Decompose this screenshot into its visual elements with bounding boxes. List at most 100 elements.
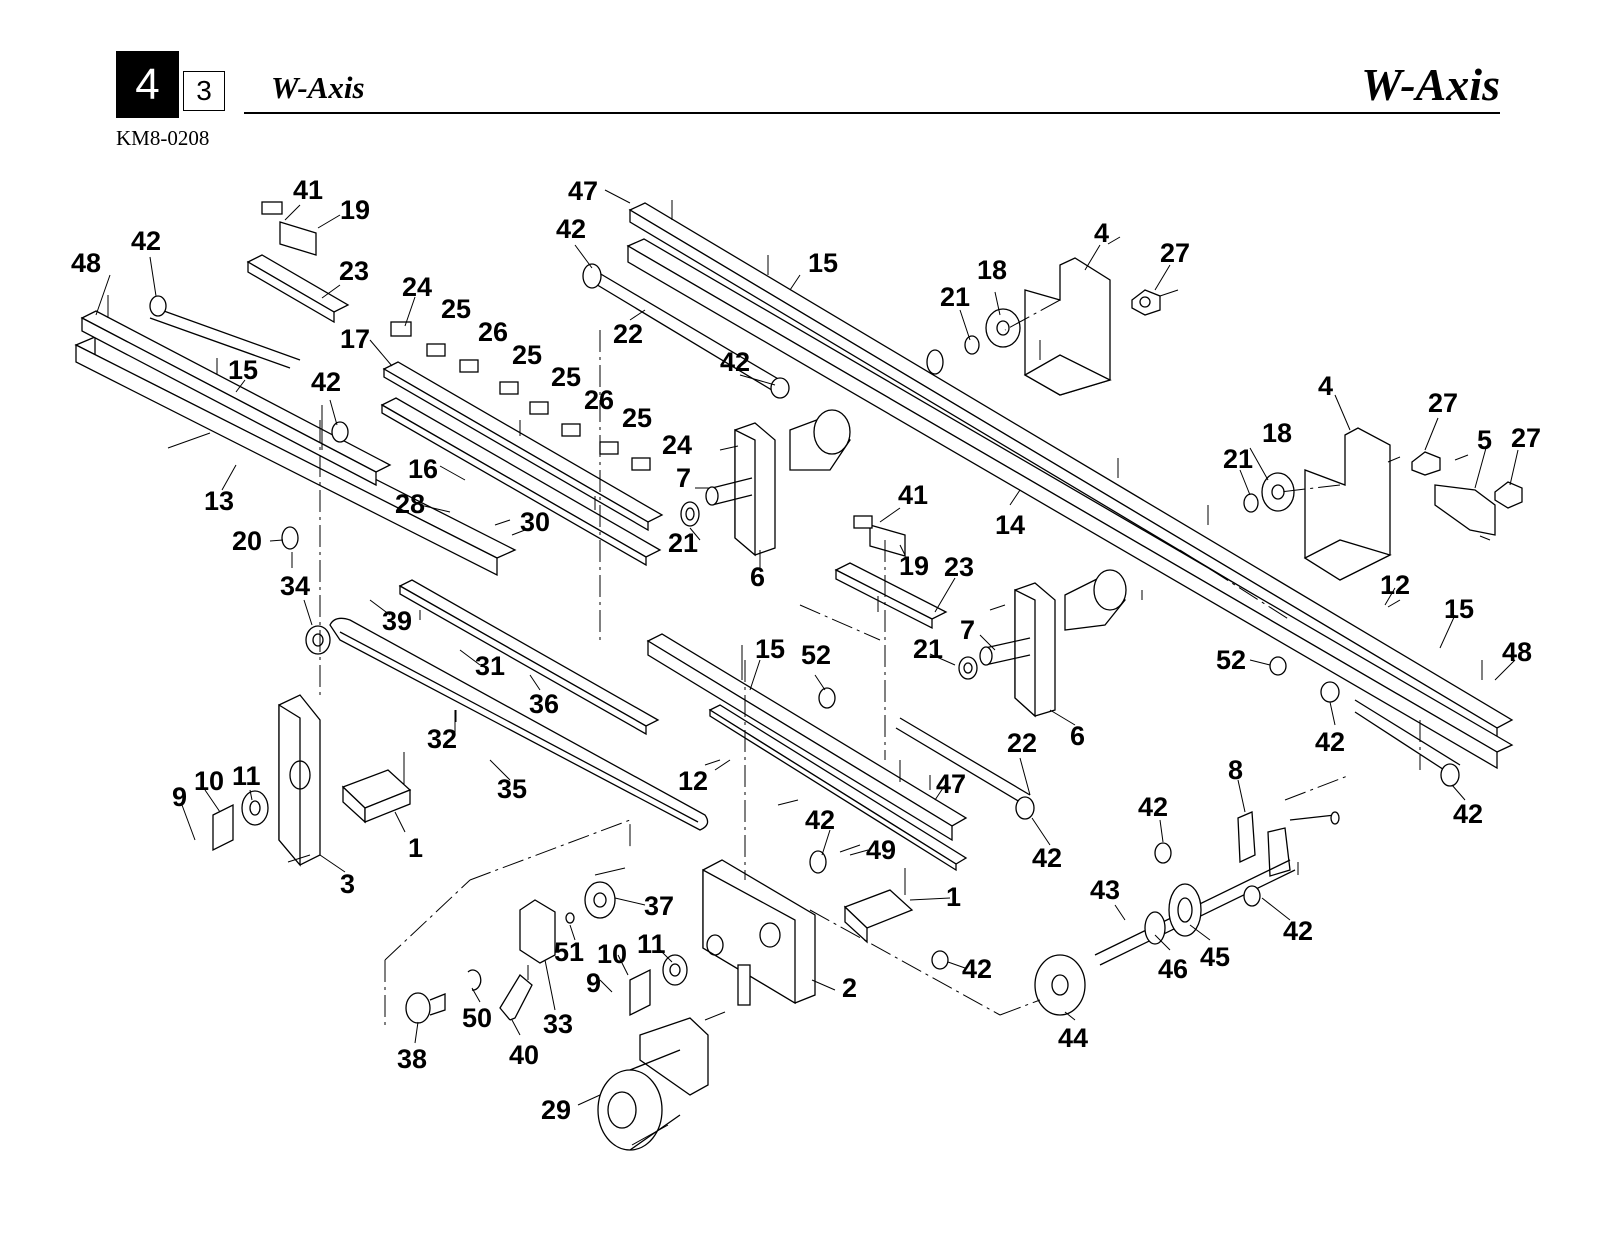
part-number-label: 25 — [512, 340, 542, 370]
part-number-label: 22 — [1007, 728, 1037, 758]
part-number-label: 6 — [750, 562, 765, 592]
part-number-label: 36 — [529, 689, 559, 719]
part-number-label: 25 — [622, 403, 652, 433]
part-number-label: 45 — [1200, 942, 1230, 972]
left-sensor-bracket — [246, 201, 350, 324]
part-number-label: 47 — [568, 176, 598, 206]
chapter-number: 4 — [116, 51, 179, 118]
middle-rail — [646, 633, 1035, 872]
part-number-label: 21 — [1223, 444, 1253, 474]
part-number-label: 51 — [554, 937, 584, 967]
rack-and-belt — [305, 579, 709, 831]
part-number-label: 8 — [1228, 755, 1243, 785]
part-number-label: 22 — [613, 319, 643, 349]
center-rails-16-17 — [380, 321, 664, 567]
part-number-label: 42 — [311, 367, 341, 397]
part-number-label: 48 — [1502, 637, 1532, 667]
part-number-label: 3 — [340, 869, 355, 899]
part-number-label: 41 — [293, 175, 323, 205]
part-number-label: 27 — [1428, 388, 1458, 418]
page-title: W-Axis — [1361, 59, 1500, 110]
part-number-label: 52 — [1216, 645, 1246, 675]
part-number-label: 19 — [340, 195, 370, 225]
part-number-label: 5 — [1477, 425, 1492, 455]
part-number-label: 40 — [509, 1040, 539, 1070]
drawing-code: KM8-0208 — [116, 126, 210, 150]
part-number-label: 42 — [720, 347, 750, 377]
part-number-label: 9 — [586, 968, 601, 998]
part-number-label: 42 — [805, 805, 835, 835]
section-title: W-Axis — [271, 70, 365, 105]
part-number-label: 25 — [441, 294, 471, 324]
right-belt — [1269, 656, 1461, 787]
motor — [597, 1017, 709, 1151]
part-number-label: 11 — [232, 761, 261, 791]
part-number-label: 23 — [944, 552, 974, 582]
part-number-label: 47 — [936, 769, 966, 799]
screws — [107, 200, 1491, 1146]
upper-shaft-bracket — [680, 409, 851, 557]
middle-sensor-bracket — [834, 515, 948, 630]
part-number-label: 32 — [427, 724, 457, 754]
part-number-label: 20 — [232, 526, 262, 556]
part-number-label: 38 — [397, 1044, 427, 1074]
part-number-label: 7 — [960, 615, 975, 645]
part-number-label: 35 — [497, 774, 527, 804]
part-number-label: 1 — [408, 833, 423, 863]
part-number-label: 4 — [1094, 218, 1109, 248]
header-rule — [244, 112, 1500, 114]
part-number-label: 42 — [556, 214, 586, 244]
part-number-label: 28 — [395, 489, 425, 519]
part-number-label: 49 — [866, 835, 896, 865]
part-number-label: 34 — [280, 571, 310, 601]
part-number-label: 39 — [382, 606, 412, 636]
part-number-label: 21 — [940, 282, 970, 312]
part-number-label: 17 — [340, 324, 370, 354]
part-number-label: 10 — [194, 766, 224, 796]
part-number-label: 23 — [339, 256, 369, 286]
part-number-label: 31 — [475, 651, 505, 681]
part-number-label: 21 — [668, 528, 698, 558]
part-number-label: 27 — [1160, 238, 1190, 268]
part-number-label: 42 — [1315, 727, 1345, 757]
part-number-label: 42 — [131, 226, 161, 256]
part-number-label: 37 — [644, 891, 674, 921]
part-number-label: 14 — [995, 510, 1025, 540]
part-number-label: 9 — [172, 782, 187, 812]
main-plate — [629, 850, 914, 1017]
part-number-label: 33 — [543, 1009, 573, 1039]
part-number-label: 30 — [520, 507, 550, 537]
part-number-label: 26 — [478, 317, 508, 347]
part-number-label: 42 — [1453, 799, 1483, 829]
part-number-label: 44 — [1058, 1023, 1088, 1053]
part-number-label: 24 — [402, 272, 432, 302]
part-number-label: 48 — [71, 248, 101, 278]
part-number-label: 15 — [755, 634, 785, 664]
part-number-label: 24 — [662, 430, 692, 460]
part-number-label: 50 — [462, 1003, 492, 1033]
part-number-label: 18 — [977, 255, 1007, 285]
part-number-label: 15 — [808, 248, 838, 278]
part-number-label: 41 — [898, 480, 928, 510]
part-number-label: 15 — [1444, 594, 1474, 624]
part-number-label: 10 — [597, 939, 627, 969]
part-number-label: 42 — [1283, 916, 1313, 946]
part-number-label: 42 — [1032, 843, 1062, 873]
part-number-label: 4 — [1318, 371, 1333, 401]
part-number-label: 15 — [228, 355, 258, 385]
part-number-label: 29 — [541, 1095, 571, 1125]
handle-assembly — [405, 881, 616, 1024]
part-number-label: 46 — [1158, 954, 1188, 984]
part-number-label: 12 — [1380, 570, 1410, 600]
part-number-label: 7 — [676, 463, 691, 493]
section-number: 3 — [183, 71, 225, 111]
part-number-label: 25 — [551, 362, 581, 392]
part-number-label: 13 — [204, 486, 234, 516]
left-end-bracket — [212, 694, 412, 867]
part-number-label: 2 — [842, 973, 857, 1003]
part-number-label: 27 — [1511, 423, 1541, 453]
far-right-mount — [1243, 427, 1523, 581]
part-number-label: 12 — [678, 766, 708, 796]
